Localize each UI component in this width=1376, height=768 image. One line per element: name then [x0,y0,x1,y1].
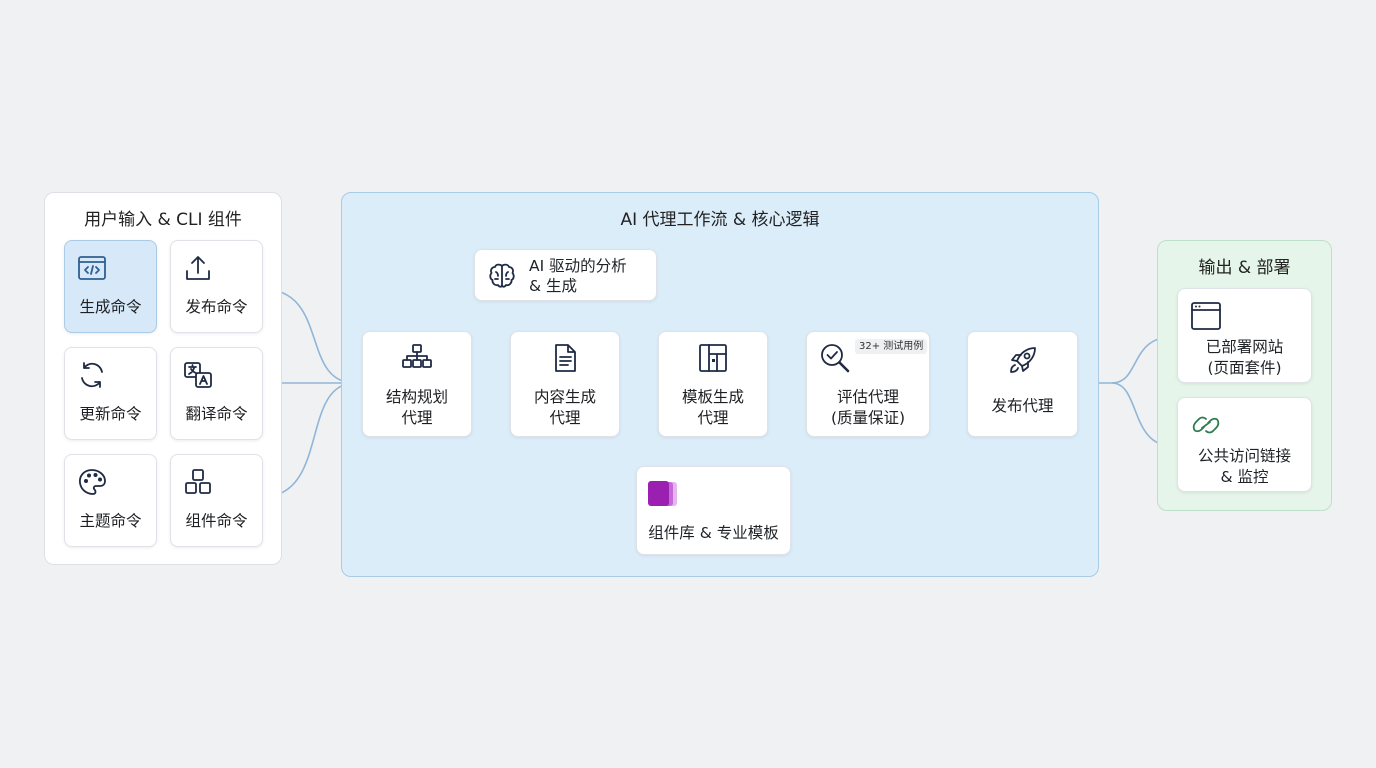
structure-agent-line1: 结构规划 [385,388,448,406]
publish-agent-line1: 发布代理 [991,397,1054,415]
upload-icon [183,253,213,283]
ai-analysis-line2: & 生成 [529,277,578,295]
refresh-icon [77,360,107,390]
component-command-card[interactable]: 组件命令 [170,454,263,547]
generate-command-card[interactable]: 生成命令 [64,240,157,333]
output-panel-title: 输出 & 部署 [1198,258,1291,278]
connector-input-top [261,288,356,384]
core-panel-title: AI 代理工作流 & 核心逻辑 [620,210,820,230]
publish-command-label: 发布命令 [185,298,248,316]
evaluation-agent-card[interactable]: 32+ 测试用例 评估代理 (质量保证) [806,331,930,437]
rocket-icon [1007,344,1039,376]
ai-analysis-box: AI 驱动的分析 & 生成 [474,249,657,301]
deployed-site-line2: (页面套件) [1207,359,1282,377]
evaluation-agent-line1: 评估代理 [836,388,899,406]
test-cases-badge: 32+ 测试用例 [855,339,928,354]
palette-icon [77,467,107,497]
deployed-site-line1: 已部署网站 [1205,338,1284,356]
template-agent-line2: 代理 [697,409,729,427]
theme-command-card[interactable]: 主题命令 [64,454,157,547]
theme-command-label: 主题命令 [79,512,142,530]
translate-icon [183,360,213,390]
code-window-icon [77,253,107,283]
publish-command-card[interactable]: 发布命令 [170,240,263,333]
content-agent-line1: 内容生成 [533,388,596,406]
library-stack-icon [647,479,681,509]
structure-agent-line2: 代理 [401,409,433,427]
ai-analysis-line1: AI 驱动的分析 [529,257,627,275]
translate-command-card[interactable]: 翻译命令 [170,347,263,440]
update-command-label: 更新命令 [79,405,142,423]
template-agent-line1: 模板生成 [681,388,744,406]
component-library-label: 组件库 & 专业模板 [648,524,779,542]
public-link-line2: & 监控 [1220,468,1269,486]
document-icon [549,342,581,374]
public-link-card[interactable]: 公共访问链接 & 监控 [1177,397,1312,492]
content-generation-agent-card[interactable]: 内容生成 代理 [510,331,620,437]
blocks-icon [183,467,213,497]
deployed-site-card[interactable]: 已部署网站 (页面套件) [1177,288,1312,383]
update-command-card[interactable]: 更新命令 [64,347,157,440]
translate-command-label: 翻译命令 [185,405,248,423]
layout-icon [697,342,729,374]
structure-planning-agent-card[interactable]: 结构规划 代理 [362,331,472,437]
component-command-label: 组件命令 [185,512,248,530]
brain-icon [487,261,517,291]
magnify-check-icon [819,342,851,374]
evaluation-agent-line2: (质量保证) [830,409,906,427]
hierarchy-icon [401,342,433,374]
input-panel: 用户输入 & CLI 组件 生成命令 发布命令 更新命令 翻译命令 主题命令 [44,192,282,565]
browser-window-icon [1190,301,1222,331]
connector-input-bottom [261,382,356,498]
template-generation-agent-card[interactable]: 模板生成 代理 [658,331,768,437]
publish-agent-card[interactable]: 发布代理 [967,331,1078,437]
link-icon [1190,410,1222,440]
generate-command-label: 生成命令 [79,298,142,316]
component-library-box: 组件库 & 专业模板 [636,466,791,555]
content-agent-line2: 代理 [549,409,581,427]
input-panel-title: 用户输入 & CLI 组件 [84,210,242,230]
public-link-line1: 公共访问链接 [1197,447,1291,465]
